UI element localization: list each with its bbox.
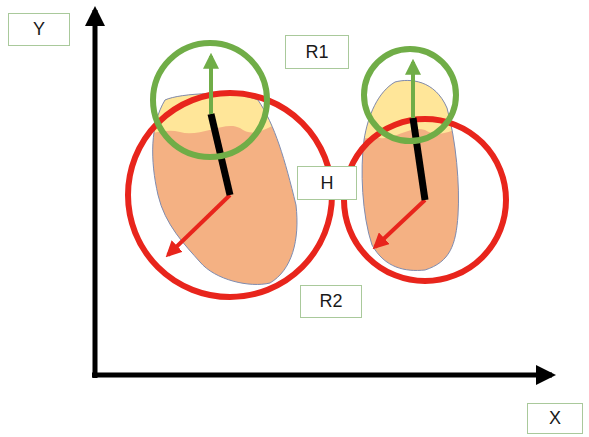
dimension-label: R1 [305,42,328,63]
y-axis [93,10,98,378]
axis-label-box: Y [8,13,70,46]
axis-label: Y [33,19,45,40]
dimension-label: H [321,173,334,194]
inner-circle [364,49,456,141]
dimension-label: R2 [319,291,342,312]
outer-circle [344,119,506,281]
dimension-label-box: H [297,166,357,200]
axis-label-box: X [527,403,583,434]
radius-arrow [209,56,213,114]
tooth-outline [153,94,297,285]
axis-label: X [549,408,561,429]
radius-arrow [375,200,425,247]
inner-circle [153,43,267,157]
dimension-label-box: R2 [300,285,362,318]
height-line [413,118,425,200]
x-axis [92,373,552,378]
right-tooth [350,70,470,270]
radius-arrow [168,195,230,255]
left-tooth [140,80,297,284]
tooth-outline [362,80,458,270]
dimension-label-box: R1 [285,35,349,69]
radius-arrow [411,62,415,118]
